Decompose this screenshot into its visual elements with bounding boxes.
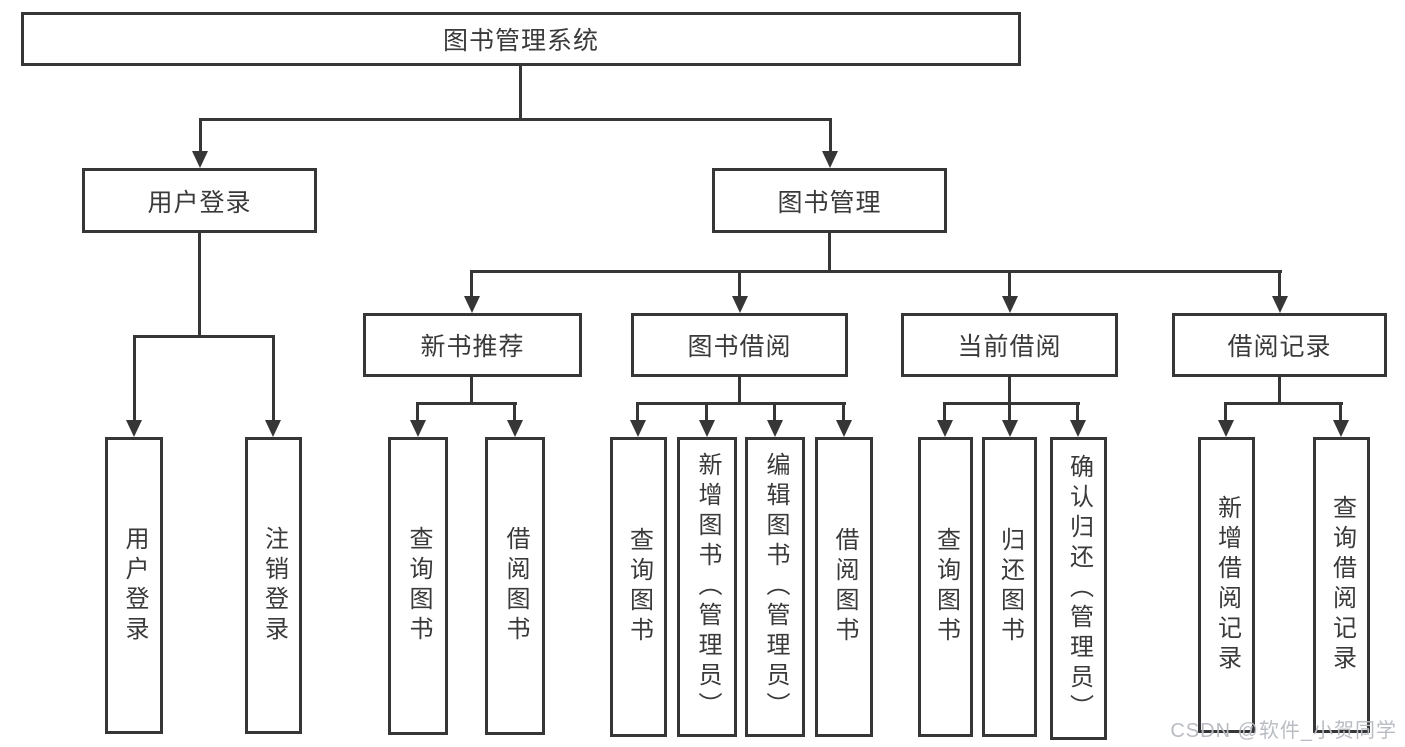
leaf-return-books: 归还图书 [982, 437, 1037, 737]
connector-login-rail [133, 335, 275, 338]
node-label: 用户登录 [121, 525, 148, 646]
connector-line [416, 402, 419, 422]
node-label: 新增借阅记录 [1213, 495, 1241, 675]
leaf-query-books-recommend: 查询图书 [388, 437, 448, 735]
node-book-management: 图书管理 [712, 168, 947, 233]
node-book-borrowing: 图书借阅 [631, 313, 848, 377]
connector-line [1278, 376, 1281, 402]
connector-line [636, 402, 639, 422]
connector-line [1076, 402, 1079, 422]
leaf-add-borrow-record: 新增借阅记录 [1198, 437, 1255, 733]
connector-line [470, 377, 473, 402]
arrowhead-down-icon [1070, 420, 1086, 437]
leaf-edit-books-admin: 编辑图书（管理员） [745, 437, 805, 737]
connector-line [1339, 402, 1342, 422]
connector-line [133, 335, 136, 421]
connector-line [738, 270, 741, 298]
node-label: 图书管理系统 [442, 27, 599, 55]
arrowhead-down-icon [630, 420, 646, 437]
node-label: 查询借阅记录 [1328, 495, 1356, 675]
connector-line [199, 118, 202, 152]
node-label: 归还图书 [996, 527, 1024, 647]
node-borrowing-records: 借阅记录 [1172, 313, 1387, 377]
arrowhead-down-icon [507, 420, 523, 437]
node-label: 图书管理 [777, 188, 882, 217]
leaf-borrow-books-recommend: 借阅图书 [485, 437, 545, 735]
arrowhead-down-icon [836, 420, 852, 437]
node-label: 借阅图书 [502, 526, 529, 646]
connector-line [829, 118, 832, 152]
node-label: 当前借阅 [957, 333, 1062, 361]
node-book-management-system: 图书管理系统 [21, 12, 1021, 66]
connector-line [842, 402, 845, 422]
connector-rail [1225, 402, 1343, 405]
connector-level2-rail [199, 118, 831, 121]
node-user-login: 用户登录 [82, 168, 317, 233]
node-label: 确认归还（管理员） [1065, 453, 1093, 724]
node-label: 借阅记录 [1227, 333, 1332, 361]
arrowhead-down-icon [1333, 420, 1349, 437]
connector-line [705, 402, 708, 422]
connector-sections-rail [471, 270, 1282, 273]
connector-rail [417, 402, 517, 405]
node-label: 编辑图书（管理员） [762, 452, 789, 722]
leaf-query-borrow-record: 查询借阅记录 [1313, 437, 1370, 733]
node-new-book-recommendation: 新书推荐 [363, 313, 582, 377]
connector-line [272, 335, 275, 421]
arrowhead-down-icon [126, 420, 142, 437]
connector-line [1224, 402, 1227, 422]
leaf-confirm-return-admin: 确认归还（管理员） [1050, 437, 1107, 740]
connector-line [943, 402, 946, 422]
arrowhead-down-icon [1272, 296, 1288, 313]
leaf-user-login: 用户登录 [105, 437, 163, 734]
arrowhead-down-icon [265, 420, 281, 437]
leaf-logout: 注销登录 [245, 437, 302, 734]
node-label: 借阅图书 [831, 527, 858, 647]
watermark: CSDN @软件_小贺同学 [1170, 720, 1397, 742]
node-label: 查询图书 [405, 526, 432, 646]
arrowhead-down-icon [192, 151, 208, 168]
connector-rail [944, 402, 1080, 405]
node-label: 注销登录 [260, 525, 288, 646]
leaf-query-books-current: 查询图书 [918, 437, 973, 737]
arrowhead-down-icon [732, 296, 748, 313]
connector-rail [637, 402, 846, 405]
connector-line [1008, 270, 1011, 298]
arrowhead-down-icon [1002, 420, 1018, 437]
node-label: 新书推荐 [420, 333, 525, 361]
node-label: 查询图书 [932, 527, 960, 647]
arrowhead-down-icon [464, 296, 480, 313]
leaf-query-books-borrowing: 查询图书 [610, 437, 667, 737]
connector-line [828, 233, 831, 270]
arrowhead-down-icon [937, 420, 953, 437]
arrowhead-down-icon [767, 420, 783, 437]
arrowhead-down-icon [1002, 296, 1018, 313]
connector-line [470, 270, 473, 298]
connector-line [513, 402, 516, 422]
arrowhead-down-icon [699, 420, 715, 437]
node-label: 图书借阅 [687, 333, 792, 361]
connector-root-drop [519, 66, 522, 118]
leaf-borrow-books-borrowing: 借阅图书 [815, 437, 873, 737]
node-label: 新增图书（管理员） [694, 452, 721, 722]
node-label: 用户登录 [147, 188, 252, 217]
connector-line [738, 377, 741, 402]
connector-line [198, 233, 201, 335]
connector-line [773, 402, 776, 422]
arrowhead-down-icon [1218, 420, 1234, 437]
connector-line [1278, 270, 1281, 298]
arrowhead-down-icon [410, 420, 426, 437]
node-current-borrowing: 当前借阅 [901, 313, 1118, 377]
node-label: 查询图书 [625, 527, 653, 647]
leaf-add-books-admin: 新增图书（管理员） [677, 437, 737, 737]
arrowhead-down-icon [822, 151, 838, 168]
connector-line [1008, 377, 1011, 402]
connector-line [1008, 402, 1011, 422]
